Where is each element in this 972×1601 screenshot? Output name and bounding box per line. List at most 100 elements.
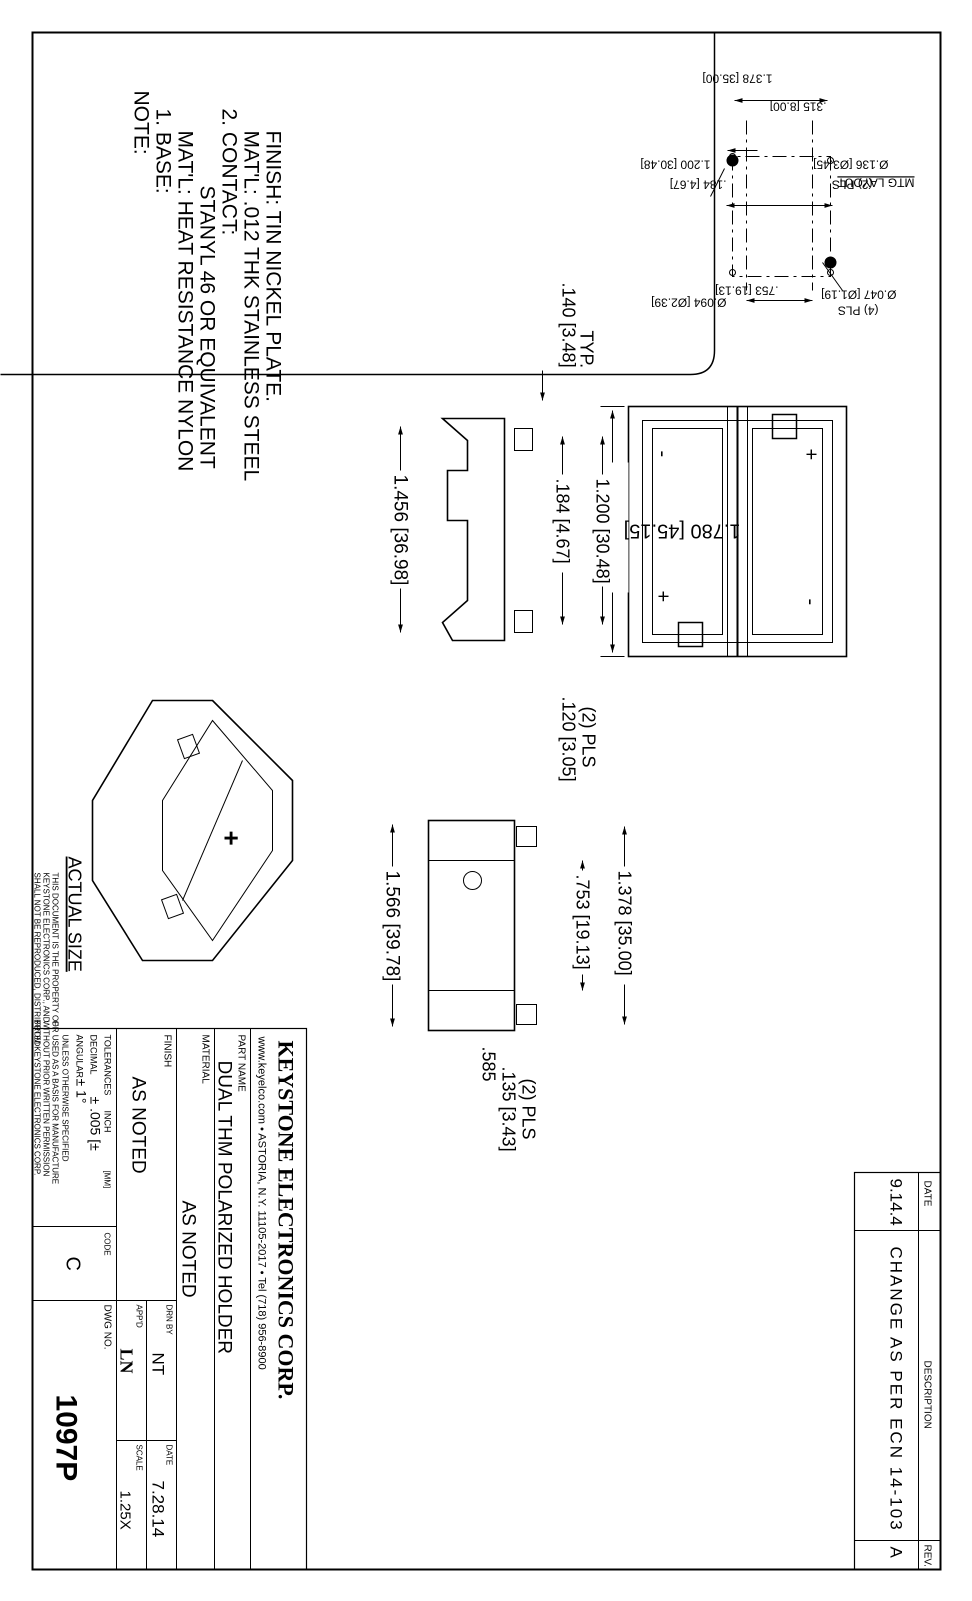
top-view-minus-2: - [651, 450, 673, 457]
appd-value: LN [116, 1348, 136, 1373]
side-view-body-bg [386, 470, 414, 588]
revision-rev: A [886, 1546, 905, 1558]
drn-by-label: DRN BY [164, 1304, 173, 1335]
finish-label: FINISH [161, 1034, 172, 1067]
mtg-dim-offset-label: .315 [8.00] [769, 99, 826, 113]
scale-label: SCALE [134, 1444, 143, 1470]
appd-label: APP'D [134, 1304, 143, 1328]
company-name: KEYSTONE ELECTRONICS CORP. [273, 1040, 298, 1399]
side-view-body [439, 417, 505, 641]
revision-description: CHANGE AS PER ECN 14-103 [886, 1246, 905, 1531]
end-view-pin-1 [515, 825, 537, 847]
end-view-dim-spacing-label: .753 [19.13] [572, 874, 592, 969]
revision-frame [853, 1171, 941, 1570]
end-view-hole [462, 870, 482, 890]
end-view-spacing-bg [570, 870, 594, 974]
top-view-contact-1 [771, 413, 797, 439]
revision-date-label: DATE [921, 1180, 932, 1206]
decimal-label: DECIMAL [88, 1034, 98, 1074]
side-view-pin-2 [513, 609, 533, 633]
mtg-centerline-rect [731, 155, 831, 277]
mtg-hole-large-2 [824, 256, 836, 268]
mtg-hole-large-1 [726, 154, 738, 166]
mtg-pitch-outer-label: 1.200 [30.48] [640, 157, 710, 171]
iso-view: + ACTUAL SIZE [64, 699, 293, 971]
iso-caption: ACTUAL SIZE [64, 856, 84, 971]
side-view-dim-pins-label: 1.200 [30.48] [592, 478, 612, 583]
side-view-pin-1 [513, 427, 533, 451]
material-value: AS NOTED [177, 1200, 198, 1297]
property-line-4: OR USED AS A BASIS FOR MANUFACTURE [50, 1020, 59, 1184]
mtg-hole-large-qty: (2) PLS [831, 177, 872, 191]
mtg-pad-label: Ø.094 [Ø2.39] [651, 295, 726, 309]
top-view-cell-1 [751, 427, 823, 635]
top-view: + - + - 1.780 [45.15] [598, 405, 847, 657]
iso-contact-2 [160, 893, 184, 919]
code-label: CODE [102, 1232, 111, 1255]
note-line-5: MAT'L: .012 THK STAINLESS STEEL [239, 130, 262, 481]
top-view-contact-2 [677, 621, 703, 647]
company-address: www.keyelco.com • ASTORIA, N.Y. 11105-20… [255, 1035, 267, 1369]
dwg-no-value: 1097P [49, 1394, 82, 1481]
part-name-label: PART NAME [235, 1034, 246, 1092]
iso-plus: + [216, 830, 246, 845]
side-view-dim-inner-label: .184 [4.67] [552, 478, 572, 563]
mm-label: [MM] [102, 1170, 111, 1188]
title-block: KEYSTONE ELECTRONICS CORP. www.keyelco.c… [31, 1027, 307, 1570]
code-value: C [61, 1256, 83, 1270]
side-view-inner-bg [550, 474, 574, 572]
end-view-pin-dia-label: .120 [3.05] [558, 696, 578, 781]
mtg-layout-view: MTG LAYOUT 1.378 [35.00] .315 [8.00] Ø.1… [0, 32, 914, 375]
mtg-pitch-inner-label: .184 [4.67] [669, 177, 726, 191]
top-view-dim-length-label: 1.780 [45.15] [623, 519, 740, 541]
side-view-typ-label: .140 [3.48] [558, 282, 578, 367]
end-view-pin2-qty-label: (2) PLS [518, 1078, 538, 1139]
end-view-body [427, 819, 515, 1031]
revision-rev-label: REV. [921, 1544, 932, 1566]
revision-date: 9.14.4 [886, 1178, 905, 1225]
iso-body [91, 699, 293, 961]
property-line-6: FROM KEYSTONE ELECTRONICS CORP. [32, 1020, 41, 1175]
material-label: MATERIAL [199, 1034, 210, 1084]
part-name: DUAL THM POLARIZED HOLDER [213, 1060, 234, 1354]
end-view-dim-width-label: 1.378 [35.00] [614, 870, 634, 975]
property-line-3: SHALL NOT BE REPRODUCED, DISTRIBUTED [32, 872, 41, 1046]
mtg-spacing-label: .753 [19.13] [715, 283, 778, 297]
tolerances-label: TOLERANCES [102, 1034, 112, 1095]
end-view: 1.566 [39.78] .753 [19.13] 1.378 [35.00]… [378, 696, 636, 1151]
end-view-height-bg [378, 866, 406, 984]
angular-label: ANGULAR [74, 1034, 84, 1078]
note-line-3: STANYL 46 OR EQUIVALENT [195, 185, 218, 468]
top-view-plus-2: + [651, 590, 673, 602]
property-line-1: THIS DOCUMENT IS THE PROPERTY OF [50, 872, 59, 1026]
decimal-value: ± .005 [± [87, 1096, 103, 1151]
title-frame [31, 1027, 307, 1570]
notes-block: NOTE: 1. BASE: MAT'L: HEAT RESISTANCE NY… [129, 90, 284, 481]
mtg-leader-2 [821, 261, 843, 291]
end-view-pin-2 [515, 1003, 537, 1025]
notes-title: NOTE: [129, 90, 152, 154]
iso-contact-1 [176, 733, 200, 759]
date-value: 7.28.14 [148, 1480, 167, 1537]
side-view-dim-body-label: 1.456 [36.98] [389, 474, 410, 585]
top-view-plus-1: + [799, 448, 821, 460]
side-view-typ-note: TYP. [576, 330, 596, 368]
drn-by-value: NT [148, 1352, 167, 1375]
revision-description-label: DESCRIPTION [921, 1360, 932, 1428]
end-view-pin-qty-label: (2) PLS [578, 706, 598, 767]
mtg-hole-small-qty: (4) PLS [837, 303, 878, 317]
angular-value: ± 1° [73, 1078, 89, 1103]
mtg-hole-large-label: Ø.136 [Ø3.45] [813, 157, 888, 171]
end-view-offset-label: .585 [478, 1046, 498, 1081]
mtg-dim-width-label: 1.378 [35.00] [702, 71, 772, 85]
unless-label: UNLESS OTHERWISE SPECIFIED [60, 1034, 69, 1161]
side-view-pins-bg [590, 474, 614, 586]
sheet-border [31, 31, 941, 1570]
inch-label: INCH [102, 1110, 112, 1132]
note-line-4: 2. CONTACT: [217, 108, 240, 235]
finish-value: AS NOTED [127, 1076, 148, 1173]
mtg-hole-small-label: Ø.047 [Ø1.19] [821, 287, 896, 301]
top-view-cell-2 [651, 427, 723, 635]
